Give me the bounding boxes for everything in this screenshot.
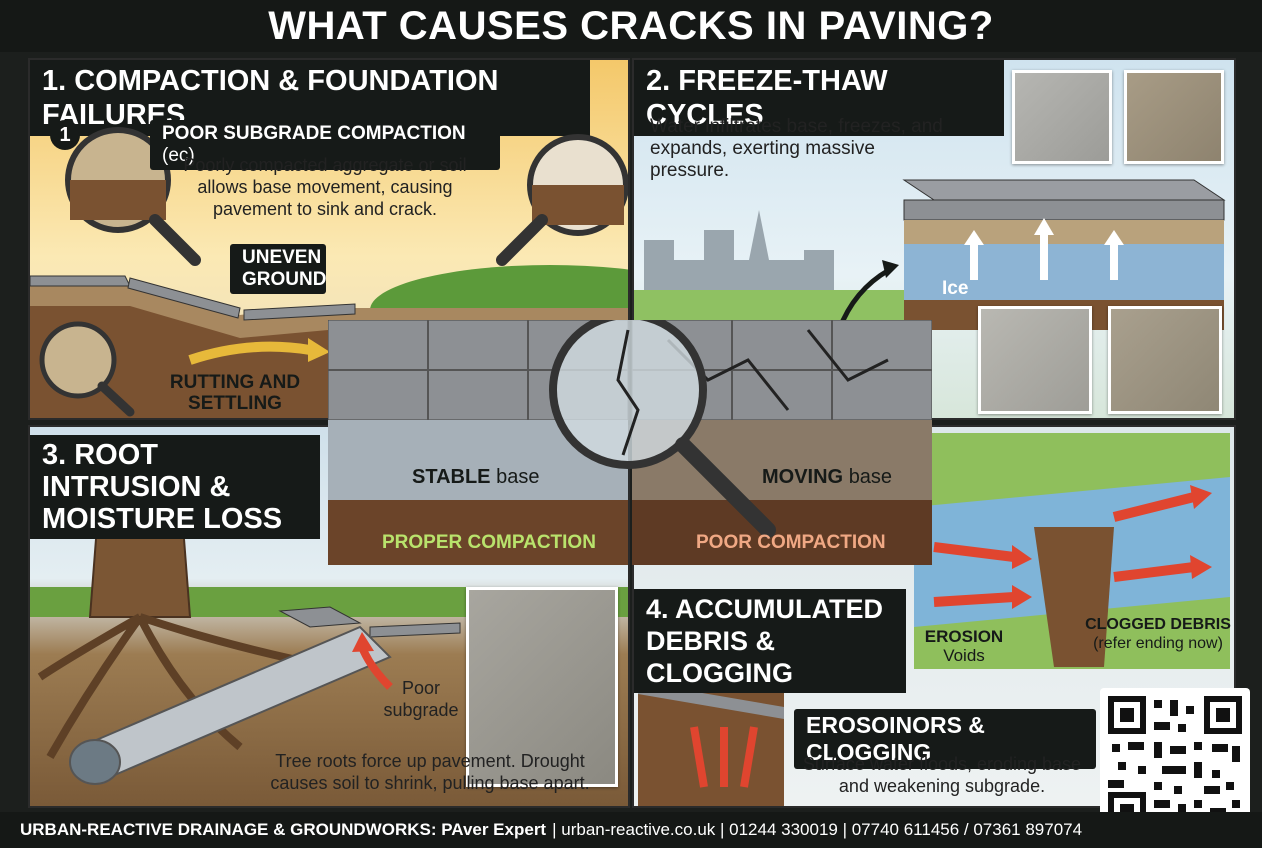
moving-label-rest: base <box>848 466 893 488</box>
root-intrusion-description: Tree roots force up pavement. Drought ca… <box>270 751 590 793</box>
section2-heading: 2. FREEZE-THAW CYCLES <box>634 60 1004 136</box>
stable-label-strong: STABLE <box>412 466 491 488</box>
crack-photo-2 <box>1124 70 1224 164</box>
clogged-label-strong: CLOGGED DEBRIS <box>1085 616 1231 633</box>
section3-heading: 3. ROOT INTRUSION & MOISTURE LOSS <box>30 435 320 539</box>
stable-base-label: STABLE base <box>412 466 539 489</box>
qr-code-icon <box>1108 696 1242 830</box>
magnifier-bottom-icon <box>39 321 135 417</box>
rutting-settling-label: RUTTING AND SETTLING <box>169 372 301 414</box>
erosion-label-rest: Voids <box>943 646 985 665</box>
magnifier-right-icon <box>496 134 628 266</box>
erosion-label-strong: EROSION <box>924 627 1004 646</box>
callout-title-text: POOR SUBGRADE COMPACTION <box>162 123 466 144</box>
panel-root-intrusion: 3. ROOT INTRUSION & MOISTURE LOSS Poor s… <box>28 425 630 808</box>
crack-photo-3 <box>978 306 1092 414</box>
footer-contact[interactable]: | urban-reactive.co.uk | 01244 330019 | … <box>552 820 1083 839</box>
title-bar: WHAT CAUSES CRACKS IN PAVING? <box>0 0 1262 52</box>
base-comparison-illustration <box>328 320 932 565</box>
moving-base-label: MOVING base <box>762 466 892 489</box>
erosion-clogging-subheading: EROSOINORS & CLOGGING <box>794 709 1096 769</box>
crack-photo-1 <box>1012 70 1112 164</box>
freeze-thaw-description: Water infiltrates base, freezes, and exp… <box>650 116 943 181</box>
section4-heading: 4. ACCUMULATED DEBRIS & CLOGGING <box>634 589 906 693</box>
debris-description: Surface water floods, eroding base and w… <box>802 754 1082 796</box>
big-magnifier-icon <box>549 320 776 538</box>
clogged-label-rest: (refer ending now) <box>1093 635 1223 652</box>
panel-debris: 4. ACCUMULATED DEBRIS & CLOGGING EROSION… <box>632 425 1236 808</box>
footer-company: URBAN-REACTIVE DRAINAGE & GROUNDWORKS: P… <box>20 820 547 839</box>
proper-compaction-label: PROPER COMPACTION <box>382 532 596 553</box>
callout-number-badge: 1 <box>50 120 80 150</box>
footer: URBAN-REACTIVE DRAINAGE & GROUNDWORKS: P… <box>0 812 1262 848</box>
callout-description: Poorly compacted aggregate or soil allow… <box>183 155 467 219</box>
callout-title-suffix: (ec) <box>162 145 195 166</box>
tree-root-photo <box>466 587 618 787</box>
clogged-debris-label: CLOGGED DEBRIS (refer ending now) <box>1084 615 1232 653</box>
erosion-voids-label: EROSION Voids <box>924 627 1004 665</box>
poor-compaction-label: POOR COMPACTION <box>696 532 886 553</box>
callout-title: POOR SUBGRADE COMPACTION (ec) <box>150 120 500 170</box>
page-title: WHAT CAUSES CRACKS IN PAVING? <box>268 3 994 48</box>
ice-label: Ice <box>942 278 969 299</box>
poor-subgrade-label: Poor subgrade <box>383 678 459 720</box>
moving-label-strong: MOVING <box>762 466 844 488</box>
debris-illustration <box>638 433 1230 806</box>
crack-photo-4 <box>1108 306 1222 414</box>
stable-label-rest: base <box>496 466 540 488</box>
uneven-ground-label: UNEVEN GROUND <box>230 244 326 294</box>
center-comparison: STABLE base PROPER COMPACTION MOVING bas… <box>328 320 932 565</box>
magnifier-left-icon <box>65 127 201 266</box>
